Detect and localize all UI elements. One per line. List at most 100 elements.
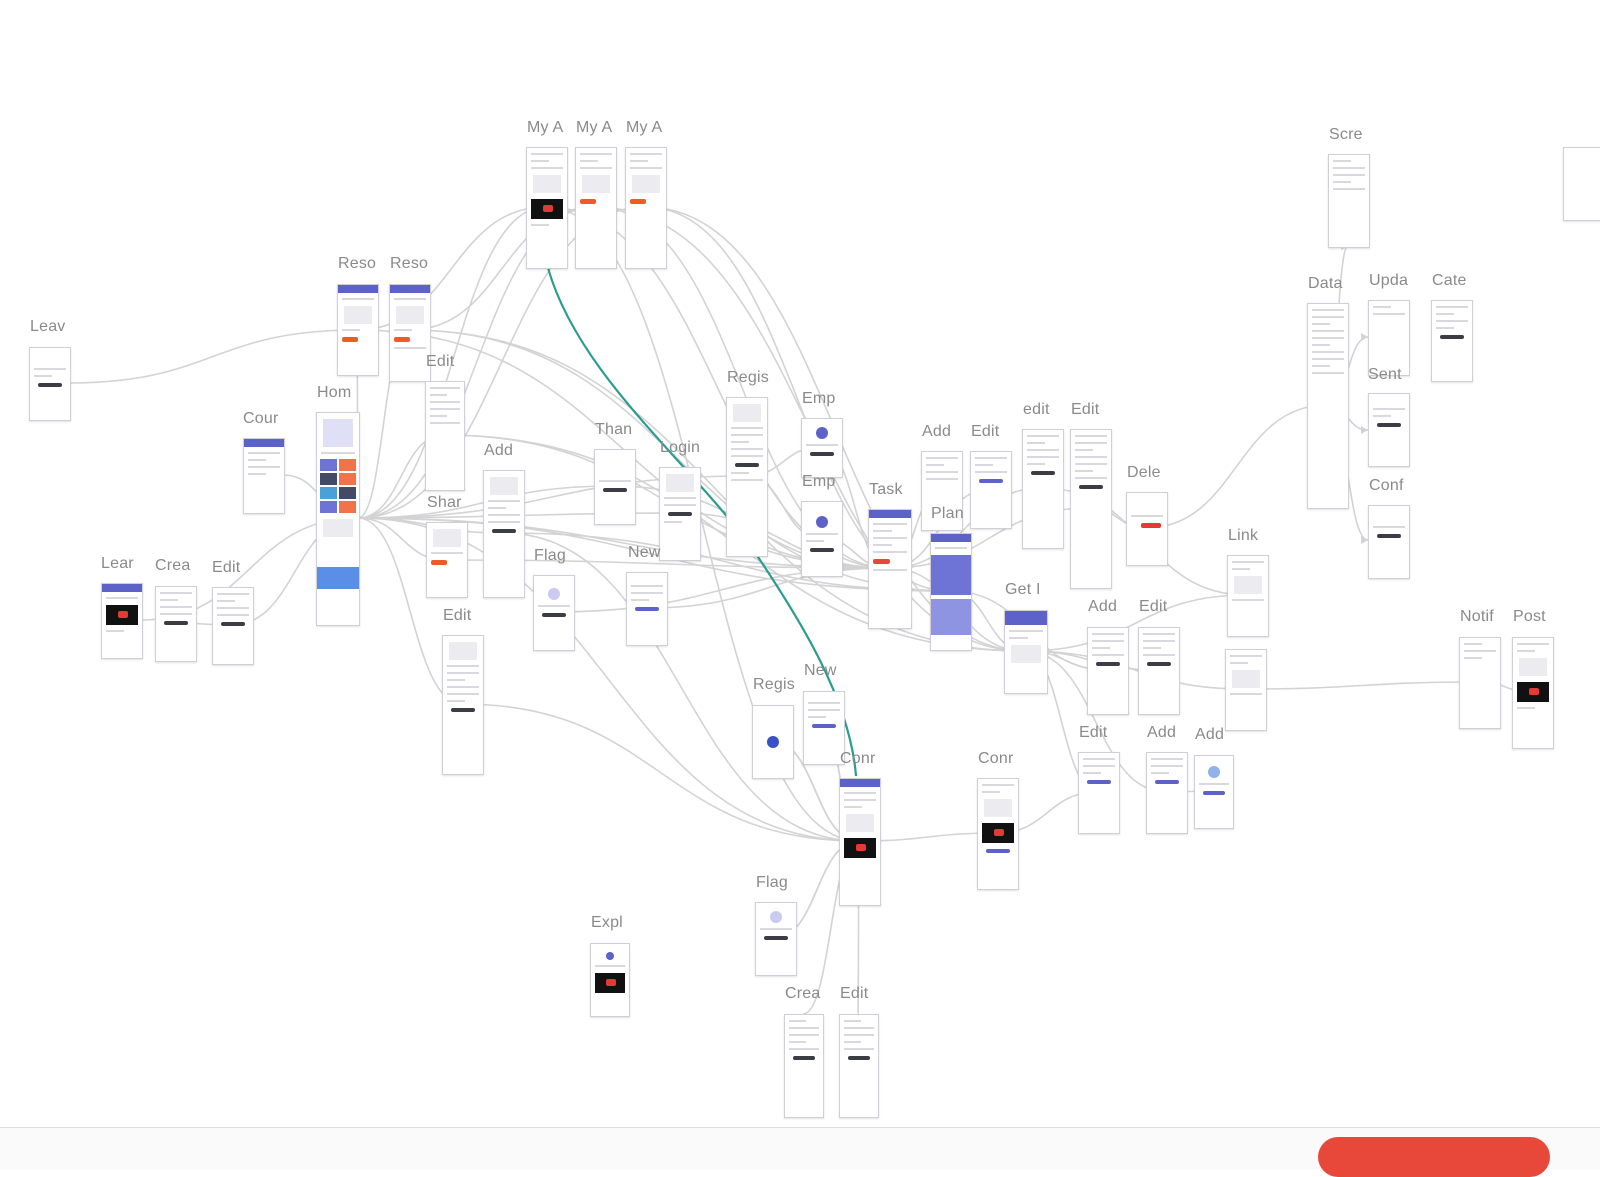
screen-thumbnail[interactable] <box>590 943 630 1017</box>
screen-thumbnail[interactable] <box>1512 637 1554 749</box>
screen-label: Login <box>660 439 701 456</box>
screen-label: Expl <box>591 914 623 931</box>
connector-arrowhead <box>1361 426 1368 434</box>
screen-thumbnail[interactable] <box>930 533 972 651</box>
screen-thumbnail[interactable] <box>659 467 701 561</box>
connector-line <box>461 703 860 842</box>
screen-thumbnail[interactable] <box>1070 429 1112 589</box>
screen-label: Conr <box>978 750 1014 767</box>
screen-thumbnail[interactable] <box>533 575 575 651</box>
screen-label: Crea <box>155 557 191 574</box>
screen-label: Hom <box>317 384 352 401</box>
screen-thumbnail[interactable] <box>425 381 465 491</box>
screen-label: Add <box>1195 726 1225 743</box>
primary-action-button[interactable] <box>1318 1137 1550 1177</box>
screen-label: Flag <box>534 547 566 564</box>
screen-thumbnail[interactable] <box>243 438 285 514</box>
screen-thumbnail[interactable] <box>868 509 912 629</box>
screen-thumbnail[interactable] <box>212 587 254 665</box>
screen-thumbnail[interactable] <box>1194 755 1234 829</box>
screen-label: Edit <box>1071 401 1100 418</box>
screen-thumbnail[interactable] <box>1146 752 1188 834</box>
screen-label: Edit <box>212 559 241 576</box>
screen-thumbnail[interactable] <box>155 586 197 662</box>
screen-label: Regis <box>753 676 795 693</box>
screen-thumbnail[interactable] <box>1022 429 1064 549</box>
screen-thumbnail[interactable] <box>526 147 568 269</box>
screen-thumbnail[interactable] <box>442 635 484 775</box>
connector-line <box>1024 650 1246 690</box>
screen-label: Emp <box>802 473 836 490</box>
screen-thumbnail[interactable] <box>1307 303 1349 509</box>
screen-thumbnail[interactable] <box>1368 300 1410 376</box>
screen-label: Cate <box>1432 272 1467 289</box>
screen-thumbnail[interactable] <box>1368 393 1410 467</box>
screen-label: Get I <box>1005 581 1041 598</box>
screen-label: Reso <box>338 255 377 272</box>
screen-thumbnail[interactable] <box>337 284 379 376</box>
screen-thumbnail[interactable] <box>101 583 143 659</box>
screen-thumbnail[interactable] <box>839 1014 879 1118</box>
screen-label: Lear <box>101 555 134 572</box>
screen-label: Edit <box>426 353 455 370</box>
screen-label: Cour <box>243 410 279 427</box>
connector-line <box>645 567 890 609</box>
screen-thumbnail[interactable] <box>801 418 843 478</box>
screen-thumbnail[interactable] <box>483 470 525 598</box>
connector-line <box>357 517 951 592</box>
screen-thumbnail[interactable] <box>316 412 360 626</box>
screen-thumbnail[interactable] <box>1087 627 1129 715</box>
screen-label: Shar <box>427 494 462 511</box>
screen-label: My A <box>626 119 663 136</box>
screen-label: Conf <box>1369 477 1404 494</box>
screen-thumbnail[interactable] <box>575 147 617 269</box>
connector-arrowhead <box>1361 536 1368 544</box>
screen-thumbnail[interactable] <box>921 451 963 531</box>
screen-label: Add <box>1088 598 1118 615</box>
screen-thumbnail[interactable] <box>625 147 667 269</box>
connector-line <box>888 487 1043 569</box>
connector-line <box>1024 594 1248 652</box>
screen-thumbnail[interactable] <box>1004 610 1048 694</box>
screen-thumbnail[interactable] <box>594 449 636 525</box>
screen-label: Leav <box>30 318 66 335</box>
screen-label: Post <box>1513 608 1546 625</box>
screen-label: Add <box>1147 724 1177 741</box>
screen-thumbnail[interactable] <box>970 451 1012 529</box>
screen-thumbnail[interactable] <box>29 347 71 421</box>
screen-label: Upda <box>1369 272 1409 289</box>
screen-thumbnail[interactable] <box>726 397 768 557</box>
screen-thumbnail[interactable] <box>752 705 794 779</box>
screen-thumbnail[interactable] <box>803 691 845 765</box>
screen-label: New <box>804 662 837 679</box>
connector-line <box>1024 650 1167 793</box>
screen-thumbnail[interactable] <box>1328 154 1370 248</box>
screen-label: Emp <box>802 390 836 407</box>
screen-thumbnail[interactable] <box>626 572 668 646</box>
screen-label: Reso <box>390 255 429 272</box>
screen-thumbnail[interactable] <box>1563 147 1600 221</box>
connector-line <box>502 532 860 842</box>
screen-thumbnail[interactable] <box>755 902 797 976</box>
screen-thumbnail[interactable] <box>977 778 1019 890</box>
screen-label: Edit <box>840 985 869 1002</box>
screen-thumbnail[interactable] <box>801 501 843 577</box>
screen-thumbnail[interactable] <box>784 1014 824 1118</box>
screen-label: Edit <box>971 423 1000 440</box>
screen-thumbnail[interactable] <box>1078 752 1120 834</box>
screen-label: Add <box>484 442 514 459</box>
screen-label: Scre <box>1329 126 1363 143</box>
screen-thumbnail[interactable] <box>426 522 468 598</box>
screen-thumbnail[interactable] <box>389 284 431 382</box>
screen-thumbnail[interactable] <box>1138 627 1180 715</box>
screen-label: Edit <box>443 607 472 624</box>
screen-thumbnail[interactable] <box>1225 649 1267 731</box>
screen-thumbnail[interactable] <box>1227 555 1269 637</box>
screen-thumbnail[interactable] <box>839 778 881 906</box>
screen-thumbnail[interactable] <box>1126 492 1168 566</box>
screen-thumbnail[interactable] <box>1368 505 1410 579</box>
screen-thumbnail[interactable] <box>1431 300 1473 382</box>
screen-label: Conr <box>840 750 876 767</box>
screen-thumbnail[interactable] <box>1459 637 1501 729</box>
